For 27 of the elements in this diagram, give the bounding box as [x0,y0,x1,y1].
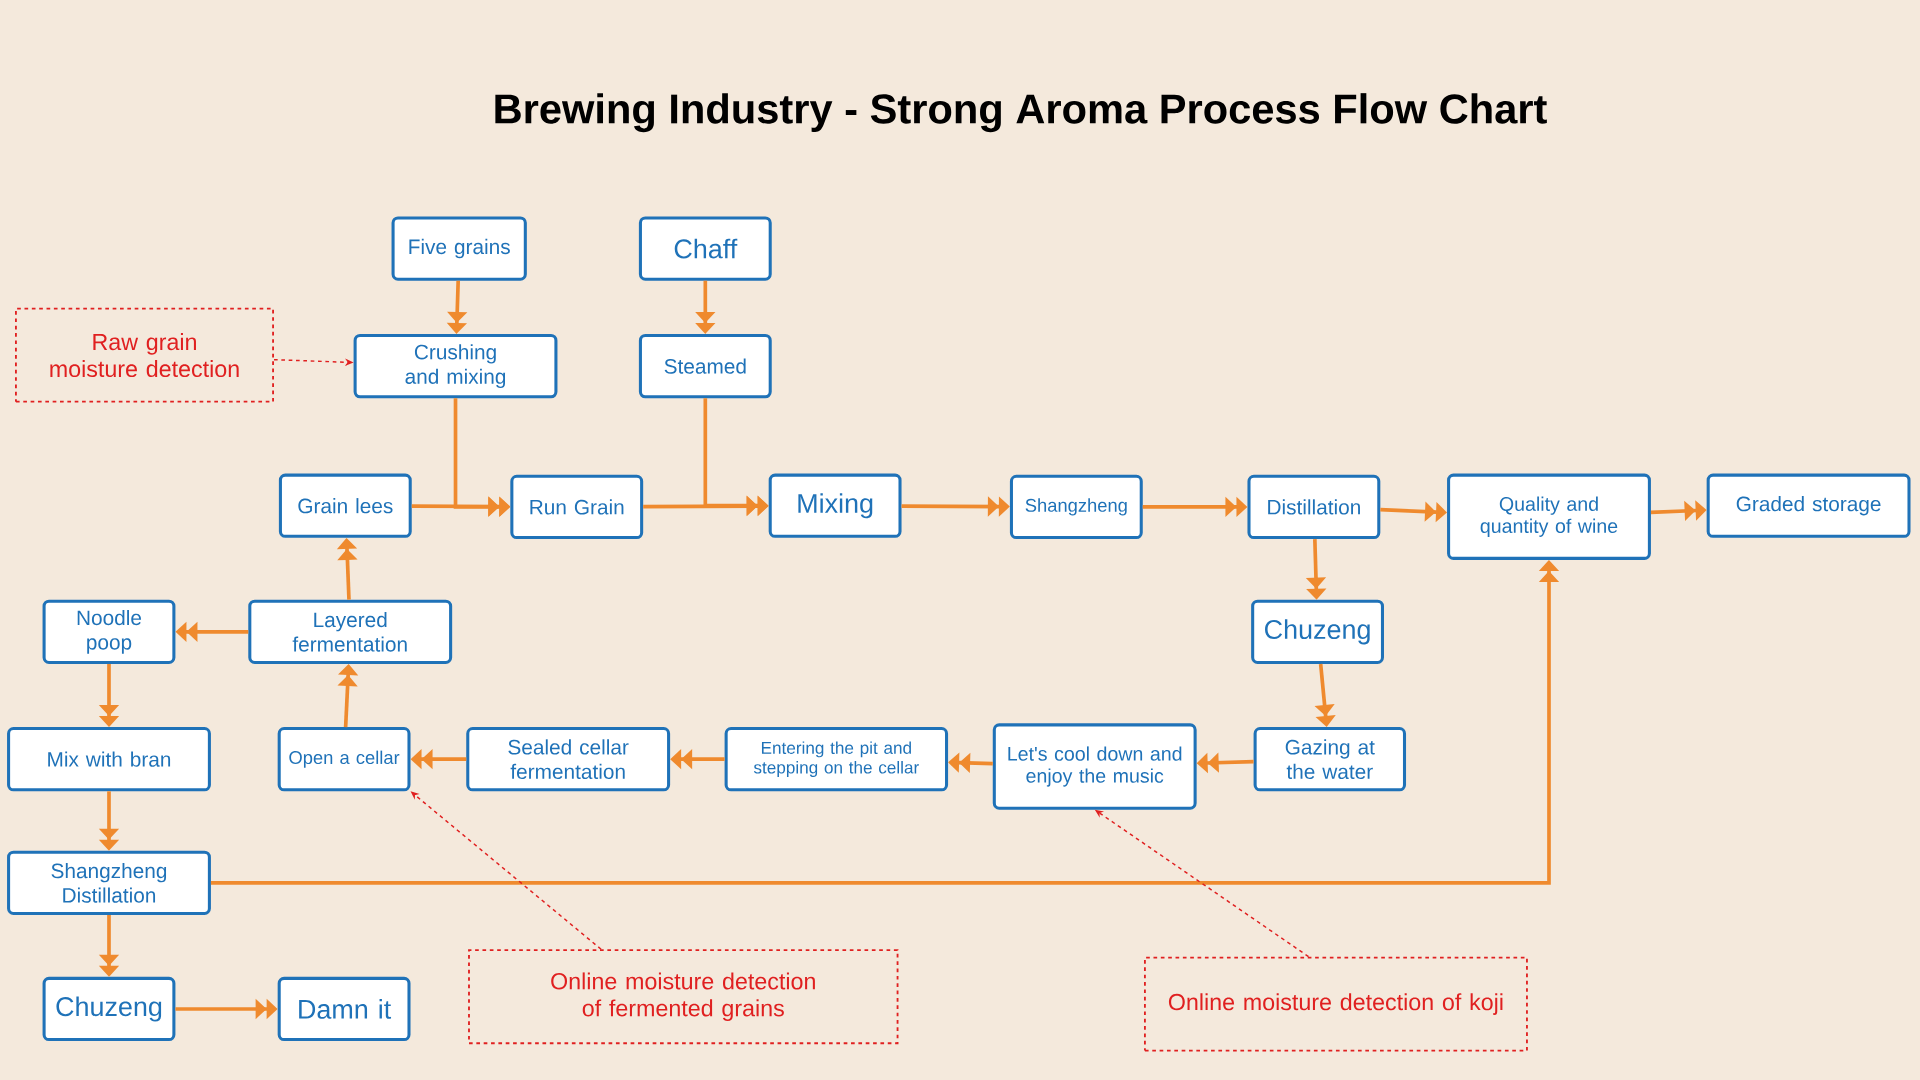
process-box: Chuzeng [1251,599,1384,664]
process-box: Distillation [1247,474,1381,540]
process-box: Crushing and mixing [353,334,558,399]
process-box: Chaff [638,216,772,281]
process-box: Five grains [391,216,527,281]
process-box: Graded storage [1706,473,1911,538]
process-box: Noodle poop [42,599,176,664]
process-box: Steamed [638,334,772,399]
process-box: Layered fermentation [248,599,453,664]
process-box: Mixing [768,473,902,538]
process-box: Shangzheng [1009,474,1143,540]
process-box: Chuzeng [42,976,176,1042]
process-box: Sealed cellar fermentation [466,727,671,792]
process-box: Quality and quantity of wine [1447,473,1651,560]
process-box: Entering the pit and stepping on the cellar [724,727,949,792]
process-box: Open a cellar [277,727,411,792]
process-box: Grain lees [278,473,412,538]
note-box: Online moisture detection of fermented grains [468,949,899,1045]
process-box: Let's cool down and enjoy the music [992,723,1197,810]
process-box: Gazing at the water [1253,727,1407,792]
process-box: Mix with bran [7,727,211,792]
process-box: Run Grain [510,474,644,540]
process-box: Shangzheng Distillation [7,850,211,915]
process-box: Damn it [277,976,411,1042]
title: Brewing Industry - Strong Aroma Process Flow Chart [495,93,1547,133]
note-box: Raw grain moisture detection [15,307,274,403]
note-box: Online moisture detection of koji [1144,956,1528,1052]
